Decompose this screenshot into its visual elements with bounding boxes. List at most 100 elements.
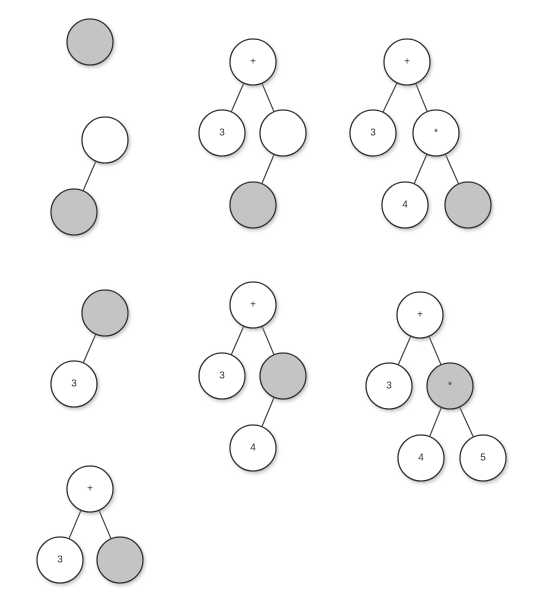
node-label: + [87, 484, 93, 495]
tree-edge [261, 154, 275, 184]
tree-edge [98, 509, 112, 540]
tree-6: +3 4 [198, 281, 307, 472]
node-label: + [417, 310, 423, 321]
node-circle [259, 109, 307, 157]
tree-4-edges [68, 509, 112, 540]
node-label: 4 [402, 200, 408, 211]
tree-edge [261, 397, 275, 427]
node-circle [198, 109, 246, 157]
node-circle [229, 424, 277, 472]
tree-node: + [229, 38, 277, 86]
tree-node: 3 [198, 352, 246, 400]
current-node [444, 181, 492, 229]
current-node [81, 289, 129, 337]
tree-4: +3 [36, 465, 144, 584]
node-label: 4 [418, 453, 424, 464]
current-node-circle [259, 352, 307, 400]
tree-node: 4 [397, 434, 445, 482]
tree-8-edges [397, 335, 474, 438]
tree-edge [428, 335, 442, 366]
tree-5-edges [230, 82, 275, 184]
tree-edge [230, 325, 245, 356]
node-circle [66, 465, 114, 513]
current-node-circle [81, 289, 129, 337]
node-label: + [404, 57, 410, 68]
tree-node: 3 [50, 360, 98, 408]
node-circle [81, 116, 129, 164]
tree-edge [397, 335, 412, 366]
node-label: + [250, 57, 256, 68]
tree-node: + [383, 38, 431, 86]
node-circle [365, 362, 413, 410]
tree-node: 3 [365, 362, 413, 410]
node-circle [397, 434, 445, 482]
tree-edge [82, 160, 97, 192]
tree-2 [50, 116, 129, 236]
tree-7: +3 * 4 [349, 38, 492, 229]
current-node-circle [229, 181, 277, 229]
node-label: 3 [386, 381, 392, 392]
tree-node: 3 [198, 109, 246, 157]
node-circle [229, 38, 277, 86]
tree-node: 3 [36, 536, 84, 584]
node-circle [36, 536, 84, 584]
tree-edge [68, 509, 82, 540]
node-circle [412, 109, 460, 157]
current-node-circle [426, 362, 474, 410]
tree-edge [230, 82, 245, 113]
tree-node: * [412, 109, 460, 157]
node-circle [349, 109, 397, 157]
edges-layer [68, 82, 474, 540]
current-node-circle [444, 181, 492, 229]
tree-8: +3 * 4 5 [365, 291, 507, 482]
current-node-circle [96, 536, 144, 584]
current-node [66, 18, 114, 66]
node-circle [198, 352, 246, 400]
tree-edge [415, 83, 428, 112]
tree-node: 5 [459, 434, 507, 482]
tree-node: + [66, 465, 114, 513]
node-label: 4 [250, 443, 256, 454]
node-label: 3 [57, 555, 63, 566]
tree-7-edges [382, 82, 460, 185]
node-label: 5 [480, 453, 486, 464]
tree-edge [382, 82, 398, 113]
node-circle [381, 181, 429, 229]
node-label: 3 [71, 379, 77, 390]
node-circle [396, 291, 444, 339]
node-label: + [250, 300, 256, 311]
current-node-circle [50, 188, 98, 236]
current-node [229, 181, 277, 229]
node-label: * [434, 128, 438, 139]
tree-edge [261, 325, 275, 356]
tree-edge [413, 153, 428, 185]
node-label: * [448, 381, 452, 392]
node-circle [50, 360, 98, 408]
tree-2-edges [82, 160, 97, 192]
current-node [96, 536, 144, 584]
node-circle [459, 434, 507, 482]
tree-edge [82, 333, 97, 364]
tree-node: 4 [229, 424, 277, 472]
tree-6-edges [230, 325, 275, 427]
tree-5: +3 [198, 38, 307, 229]
tree-node: 3 [349, 109, 397, 157]
node-circle [383, 38, 431, 86]
tree-1 [66, 18, 114, 66]
node-label: 3 [219, 128, 225, 139]
node-label: 3 [370, 128, 376, 139]
tree-edge [459, 406, 474, 438]
tree-edge [444, 153, 460, 185]
tree-edge [261, 82, 275, 113]
current-node-circle [66, 18, 114, 66]
tree-node: 4 [381, 181, 429, 229]
node-circle [229, 281, 277, 329]
tree-node [81, 116, 129, 164]
current-node [259, 352, 307, 400]
tree-3-edges [82, 333, 97, 364]
tree-3: 3 [50, 289, 129, 408]
tree-edge [429, 407, 442, 437]
tree-node: + [396, 291, 444, 339]
